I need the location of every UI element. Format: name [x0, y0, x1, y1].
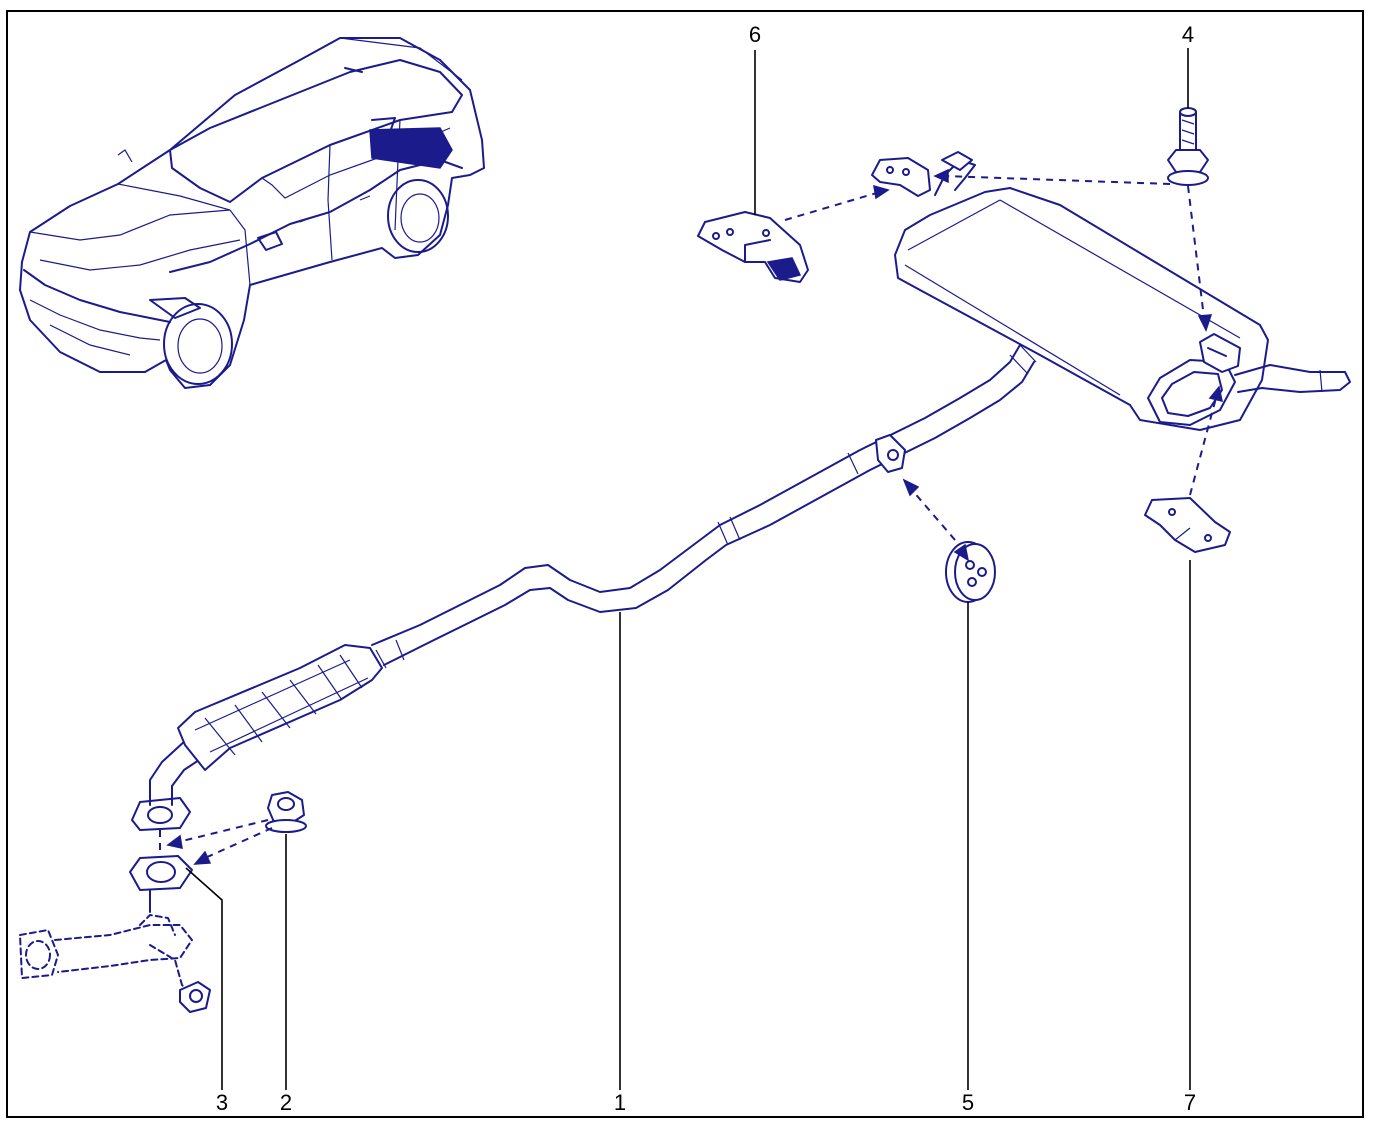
- gasket-icon: [129, 855, 193, 891]
- muffler-icon: [894, 151, 1351, 431]
- rubber-mount-icon: [945, 541, 996, 603]
- hanger-bracket-icon: [697, 211, 809, 283]
- part-label-5: 5: [962, 1090, 974, 1115]
- part-label-3: 3: [216, 1090, 228, 1115]
- exhaust-system-icon: [131, 344, 1037, 831]
- hanger-bracket-icon: [1144, 497, 1231, 553]
- car-icon: [19, 37, 485, 389]
- part-label-4: 4: [1182, 22, 1194, 47]
- diagram-frame: [6, 10, 1364, 1118]
- part-label-7: 7: [1184, 1090, 1196, 1115]
- assembly-arrows: [159, 168, 1223, 865]
- part-label-6: 6: [749, 22, 761, 47]
- bolt-icon: [1167, 107, 1209, 186]
- nut-icon: [265, 791, 307, 833]
- part-label-2: 2: [280, 1090, 292, 1115]
- part-label-1: 1: [614, 1090, 626, 1115]
- hanger-bracket-icon: [871, 157, 931, 197]
- leader-lines: [185, 48, 1191, 1090]
- front-pipe-icon: [19, 889, 211, 1013]
